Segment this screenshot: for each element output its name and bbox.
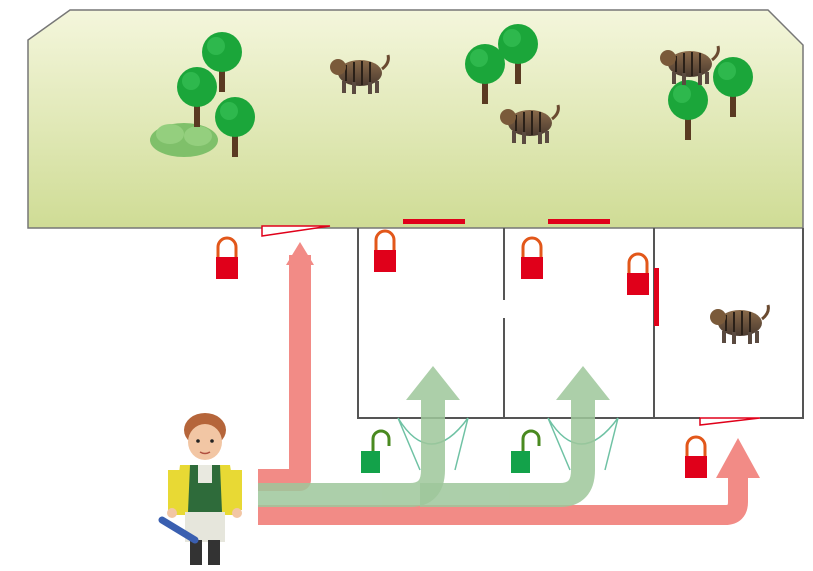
bush-icon — [150, 123, 218, 157]
green-arrow-to-room-2 — [420, 366, 610, 507]
red-arrow-to-enclosure — [258, 242, 314, 491]
door-icon — [261, 225, 331, 237]
padlock-closed-icon — [519, 236, 545, 281]
door-icon — [654, 268, 659, 326]
door-icon — [699, 417, 761, 426]
padlock-closed-icon — [214, 236, 240, 281]
padlock-closed-icon — [372, 229, 398, 274]
door-icon — [548, 219, 610, 224]
zookeeper-figure — [158, 413, 242, 565]
door-icon — [403, 219, 465, 224]
padlock-open-icon — [509, 429, 541, 475]
tiger-icon — [708, 303, 770, 346]
padlock-closed-icon — [625, 252, 651, 297]
holding-rooms — [357, 228, 804, 419]
padlock-closed-icon — [683, 435, 709, 480]
padlock-open-icon — [359, 429, 391, 475]
red-arrow-to-room-3 — [258, 438, 760, 525]
